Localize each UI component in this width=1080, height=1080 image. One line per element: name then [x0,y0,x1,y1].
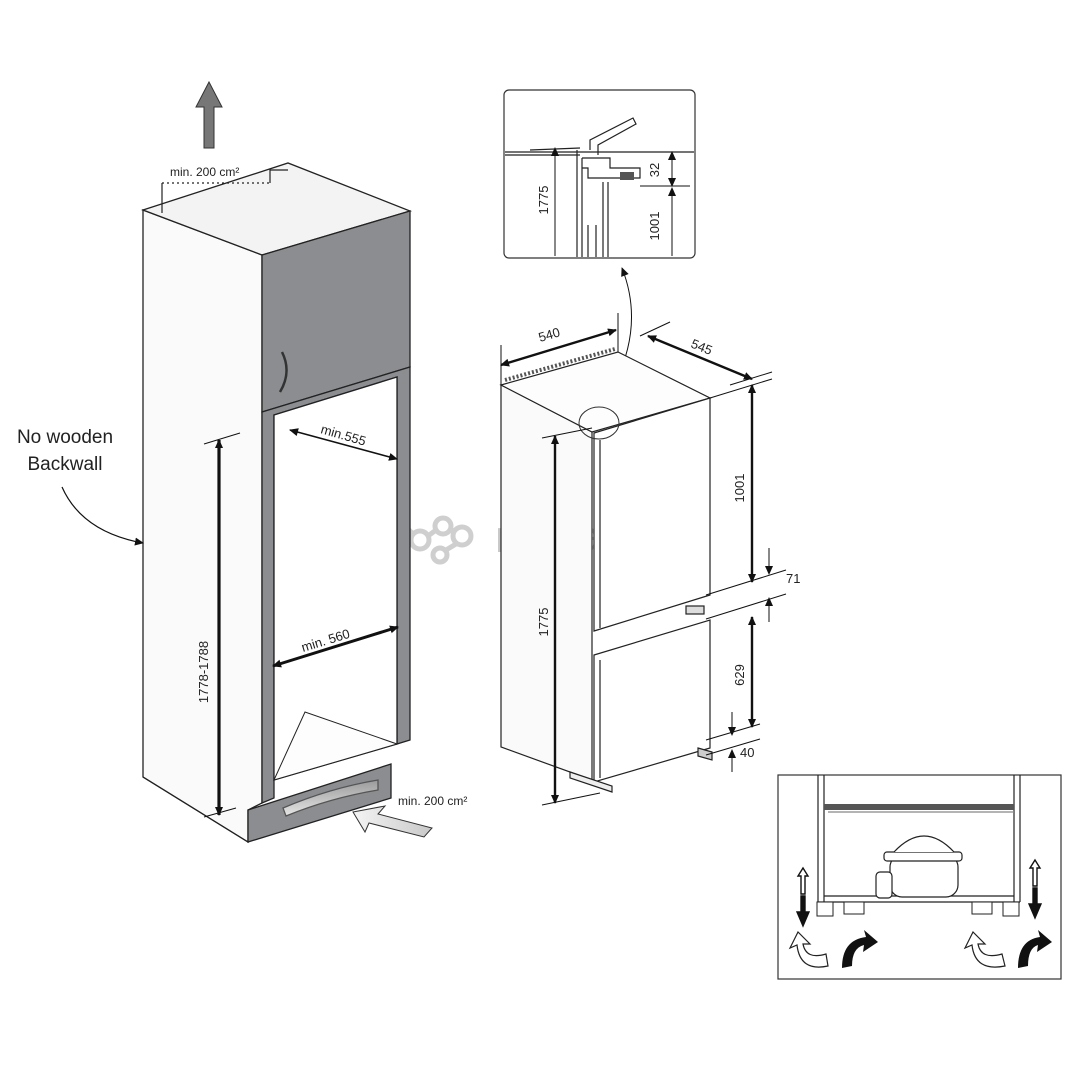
inset-height-label: 1775 [536,186,551,215]
rotate-cw-right-icon [1018,930,1052,968]
appliance-upper-door [593,397,711,632]
niche-depth-dimension [289,428,398,461]
lower-door-height-label: 629 [732,664,747,686]
backwall-note-line1: No wooden [16,427,114,448]
door-handle-icon [278,351,288,393]
bottom-vent-label: min. 200 cm² [398,794,467,808]
niche-height-label: 1778-1788 [196,641,211,703]
appliance-body [499,347,713,793]
foot-adjust-arrow-left-icon [795,866,811,928]
inset-door-label: 1001 [647,212,662,241]
top-vent-bracket [161,169,288,213]
cabinet-side-panel [142,209,263,844]
niche-floor [273,711,399,781]
hinge-detail-marker [578,406,620,440]
backwall-pointer-arrow [61,486,144,546]
upper-door-height-label: 1001 [732,474,747,503]
appliance-height-dimension [541,427,601,806]
door-gap-label: 71 [786,571,800,586]
bottom-vent-arrow-icon [352,805,433,838]
appliance-lower-door [593,619,711,783]
rotate-ccw-left-icon [788,930,829,968]
backwall-note: No wooden Backwall [10,424,120,478]
appliance-width-dimension [500,313,619,385]
compressor-icon [875,835,963,899]
niche-width-dimension [272,625,399,668]
housing-cabinet [141,162,412,844]
feet-adjustment-inset [777,774,1062,980]
rotate-cw-left-icon [842,930,878,968]
appliance-right-dimensions [705,378,787,772]
backwall-note-line2: Backwall [27,454,103,475]
top-vent-arrow-icon [195,80,223,149]
inset-gap-label: 32 [647,163,662,177]
bottom-gap-label: 40 [740,745,754,760]
detail-inset [503,89,696,259]
plinth-vent-grille [282,779,379,817]
foot-adjust-arrow-right-icon [1027,858,1043,920]
appliance-height-label: 1775 [536,608,551,637]
appliance-width-label: 540 [537,324,562,344]
appliance-depth-dimension [639,321,773,386]
top-vent-label: min. 200 cm² [170,165,239,179]
niche-height-dimension [203,432,241,818]
rotate-ccw-right-icon [963,930,1006,968]
